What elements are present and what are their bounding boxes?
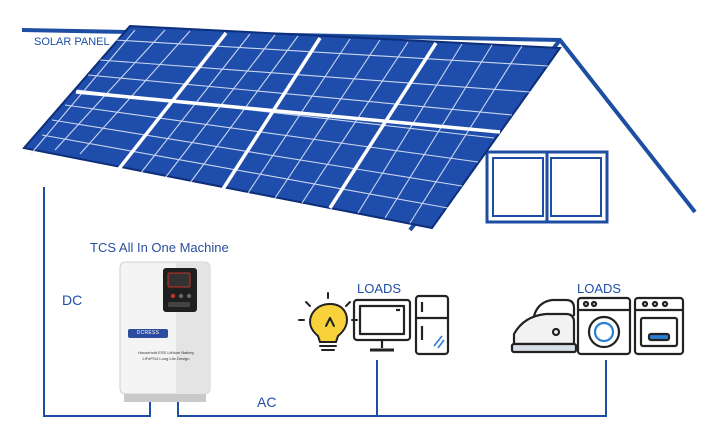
- refrigerator-icon: [414, 294, 450, 356]
- dc-label: DC: [62, 292, 83, 308]
- machine-brand-badge: DCRESS: [128, 329, 168, 338]
- machine-description-line1: Household ESS Lithium Battery: [137, 350, 195, 355]
- solar-panel-array: [22, 24, 562, 230]
- clothes-iron-icon: [510, 298, 578, 354]
- all-in-one-machine: [119, 261, 211, 402]
- computer-monitor-icon: [352, 298, 412, 352]
- machine-label: TCS All In One Machine: [90, 240, 229, 255]
- loads-label-right: LOADS: [577, 281, 622, 296]
- machine-description-line2: LiFePO4 Long Life Design: [142, 356, 190, 361]
- light-bulb-icon: [298, 292, 358, 351]
- ac-label: AC: [257, 394, 277, 410]
- washing-machine-icon: [576, 296, 632, 356]
- house-window: [485, 150, 609, 224]
- solar-panel-label: SOLAR PANEL: [34, 36, 110, 48]
- wiring: [43, 187, 607, 417]
- oven-icon: [633, 296, 685, 356]
- loads-label-left: LOADS: [357, 281, 402, 296]
